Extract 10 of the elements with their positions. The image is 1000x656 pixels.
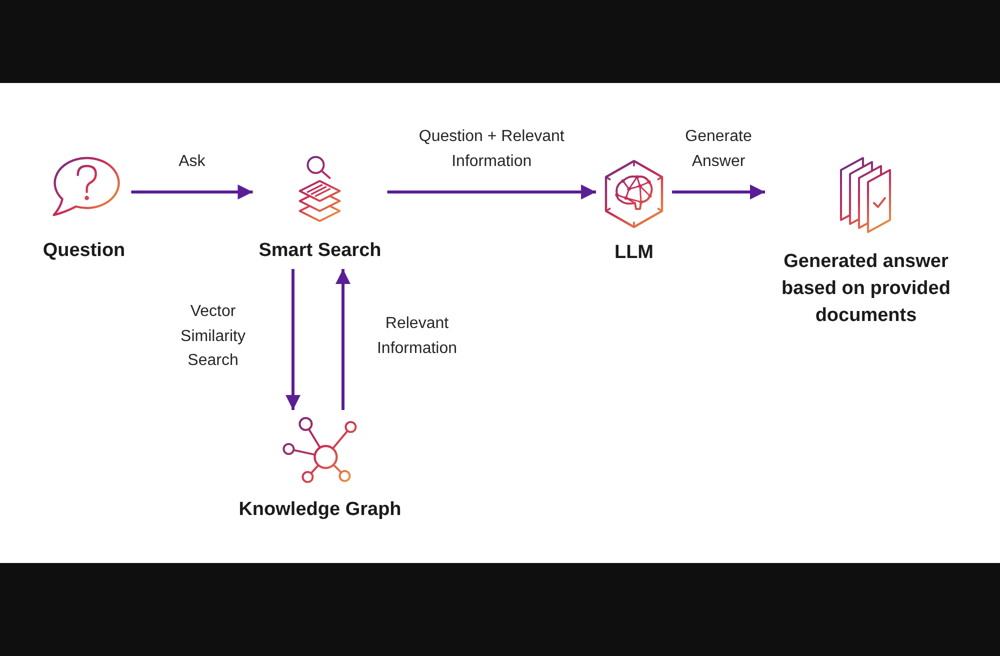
arrow (131, 184, 253, 200)
arrow (286, 269, 300, 410)
arrow (387, 184, 596, 200)
node-label: Smart Search (258, 239, 382, 263)
node-label: Question (42, 239, 126, 263)
arrow (336, 269, 350, 410)
node-label: Knowledge Graph (238, 498, 402, 522)
node-label: LLM (614, 241, 654, 265)
arrow (672, 184, 765, 200)
node-label: Generated answer based on provided documents (780, 250, 952, 328)
